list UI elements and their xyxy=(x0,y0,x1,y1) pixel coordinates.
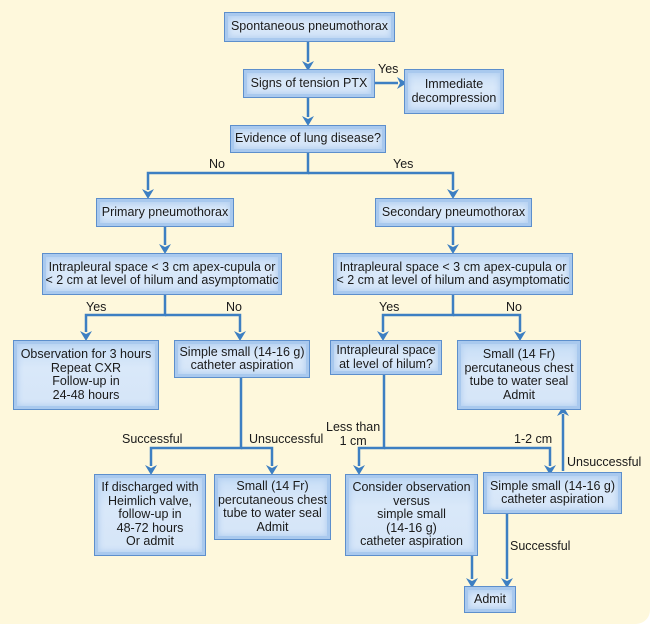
arrowhead xyxy=(80,331,92,341)
node-primary-size-criteria: Intrapleural space < 3 cm apex-cupula or… xyxy=(42,253,282,295)
label-lung-no: No xyxy=(209,157,225,171)
arrowhead xyxy=(353,465,365,475)
node-heimlich-discharge: If discharged with Heimlich valve, follo… xyxy=(94,474,206,556)
arrowhead xyxy=(159,244,171,254)
arrowhead xyxy=(266,465,278,475)
arrowhead xyxy=(466,578,478,588)
edge-hilum-1-2 xyxy=(384,446,552,466)
label-lung-yes: Yes xyxy=(393,157,414,171)
node-secondary-size-criteria: Intrapleural space < 3 cm apex-cupula or… xyxy=(333,253,573,295)
arrowhead xyxy=(302,61,314,71)
label-secondary-no: No xyxy=(506,300,522,314)
arrowhead xyxy=(447,244,459,254)
arrowhead xyxy=(302,116,314,126)
node-secondary-aspiration: Simple small (14-16 g) catheter aspirati… xyxy=(483,472,622,514)
label-sec-asp-successful: Successful xyxy=(510,539,571,553)
label-sec-asp-unsuccessful: Unsuccessful xyxy=(567,455,642,469)
arrowhead xyxy=(501,578,513,588)
arrowhead xyxy=(377,331,389,341)
label-aspiration-unsuccessful: Unsuccessful xyxy=(249,432,324,446)
edge-secondary-no xyxy=(453,313,522,332)
label-aspiration-successful: Successful xyxy=(122,432,183,446)
node-primary-aspiration: Simple small (14-16 g) catheter aspirati… xyxy=(174,340,310,378)
label-hilum-less-than-1cm: Less than 1 cm xyxy=(326,420,381,448)
node-secondary-pneumothorax: Secondary pneumothorax xyxy=(375,198,532,227)
arrowhead xyxy=(397,77,407,89)
label-hilum-1-2cm: 1-2 cm xyxy=(514,432,553,446)
label-primary-yes: Yes xyxy=(86,300,107,314)
arrowhead xyxy=(142,189,154,199)
arrowhead xyxy=(514,331,526,341)
edge-secondary-split xyxy=(381,294,455,332)
edge-aspiration-split xyxy=(149,377,243,466)
node-spontaneous-pneumothorax: Spontaneous pneumothorax xyxy=(224,12,395,42)
node-primary-chest-tube: Small (14 Fr) percutaneous chest tube to… xyxy=(214,474,331,540)
edge-aspiration-unsuccessful xyxy=(241,446,274,466)
node-hilum-question: Intrapleural space at level of hilum? xyxy=(330,340,442,375)
arrowhead xyxy=(145,465,157,475)
node-admit: Admit xyxy=(464,586,516,613)
label-secondary-yes: Yes xyxy=(379,300,400,314)
label-tension-yes: Yes xyxy=(378,62,399,76)
node-consider-observation: Consider observation versus simple small… xyxy=(345,474,478,556)
edge-primary-no xyxy=(165,313,242,332)
node-immediate-decompression: Immediate decompression xyxy=(404,69,504,114)
node-evidence-of-lung-disease: Evidence of lung disease? xyxy=(230,125,386,153)
node-observation: Observation for 3 hours Repeat CXR Follo… xyxy=(13,340,159,410)
arrowhead xyxy=(234,331,246,341)
edge-primary-split xyxy=(84,294,167,332)
node-signs-of-tension: Signs of tension PTX xyxy=(243,69,375,98)
arrowhead xyxy=(447,189,459,199)
edge-hilum-split xyxy=(357,374,386,466)
arrowhead xyxy=(557,406,569,416)
node-primary-pneumothorax: Primary pneumothorax xyxy=(96,198,234,227)
arrowhead xyxy=(544,465,556,475)
label-primary-no: No xyxy=(226,300,242,314)
edge-lung-yes xyxy=(308,171,455,190)
node-secondary-chest-tube: Small (14 Fr) percutaneous chest tube to… xyxy=(457,340,581,410)
edge-lung-split xyxy=(146,152,310,190)
